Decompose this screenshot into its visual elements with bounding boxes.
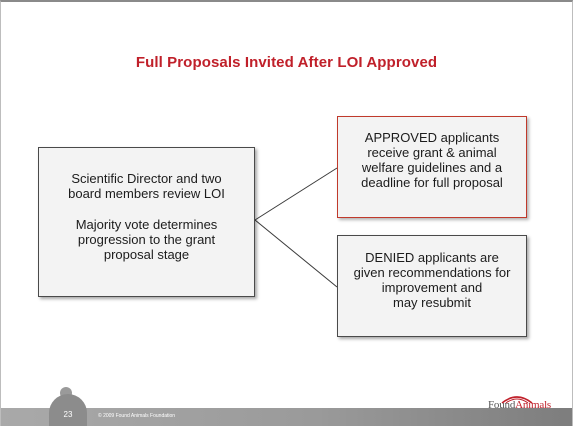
vote-text-line: Majority vote determines — [75, 217, 218, 232]
denied-box: DENIED applicants are given recommendati… — [337, 235, 527, 337]
found-animals-logo: FoundAnimals — [488, 394, 566, 414]
approved-text-line: receive grant & animal — [367, 145, 497, 160]
page-number: 23 — [63, 410, 73, 419]
approved-text-line: welfare guidelines and a — [361, 160, 503, 175]
approved-text-line: APPROVED applicants — [364, 130, 500, 145]
page-number-tab — [49, 394, 87, 426]
vote-text-line: progression to the grant — [77, 232, 216, 247]
denied-text-line: DENIED applicants are — [365, 250, 499, 265]
copyright-text: © 2009 Found Animals Foundation — [98, 413, 176, 419]
logo-animals-text: Animals — [515, 399, 552, 411]
connector-line-approved — [254, 167, 338, 221]
logo-text: FoundAnimals — [488, 399, 551, 411]
denied-text-line: may resubmit — [392, 295, 472, 310]
approved-text-line: deadline for full proposal — [361, 175, 503, 190]
logo-arc-icon — [501, 396, 533, 404]
slide-title: Full Proposals Invited After LOI Approve… — [135, 54, 438, 71]
vote-text: Majority vote determines progression to … — [39, 217, 254, 262]
review-text-line: board members review LOI — [68, 186, 225, 201]
denied-text-line: improvement and — [381, 280, 483, 295]
review-box: Scientific Director and two board member… — [38, 147, 255, 297]
review-text-line: Scientific Director and two — [71, 171, 222, 186]
vote-text-line: proposal stage — [103, 247, 190, 262]
logo-found-text: Found — [488, 399, 516, 411]
footer-bar — [1, 408, 572, 426]
denied-text-line: given recommendations for — [353, 265, 511, 280]
approved-box: APPROVED applicants receive grant & anim… — [337, 116, 527, 218]
review-text: Scientific Director and two board member… — [39, 171, 254, 201]
connector-line-denied — [254, 219, 338, 288]
